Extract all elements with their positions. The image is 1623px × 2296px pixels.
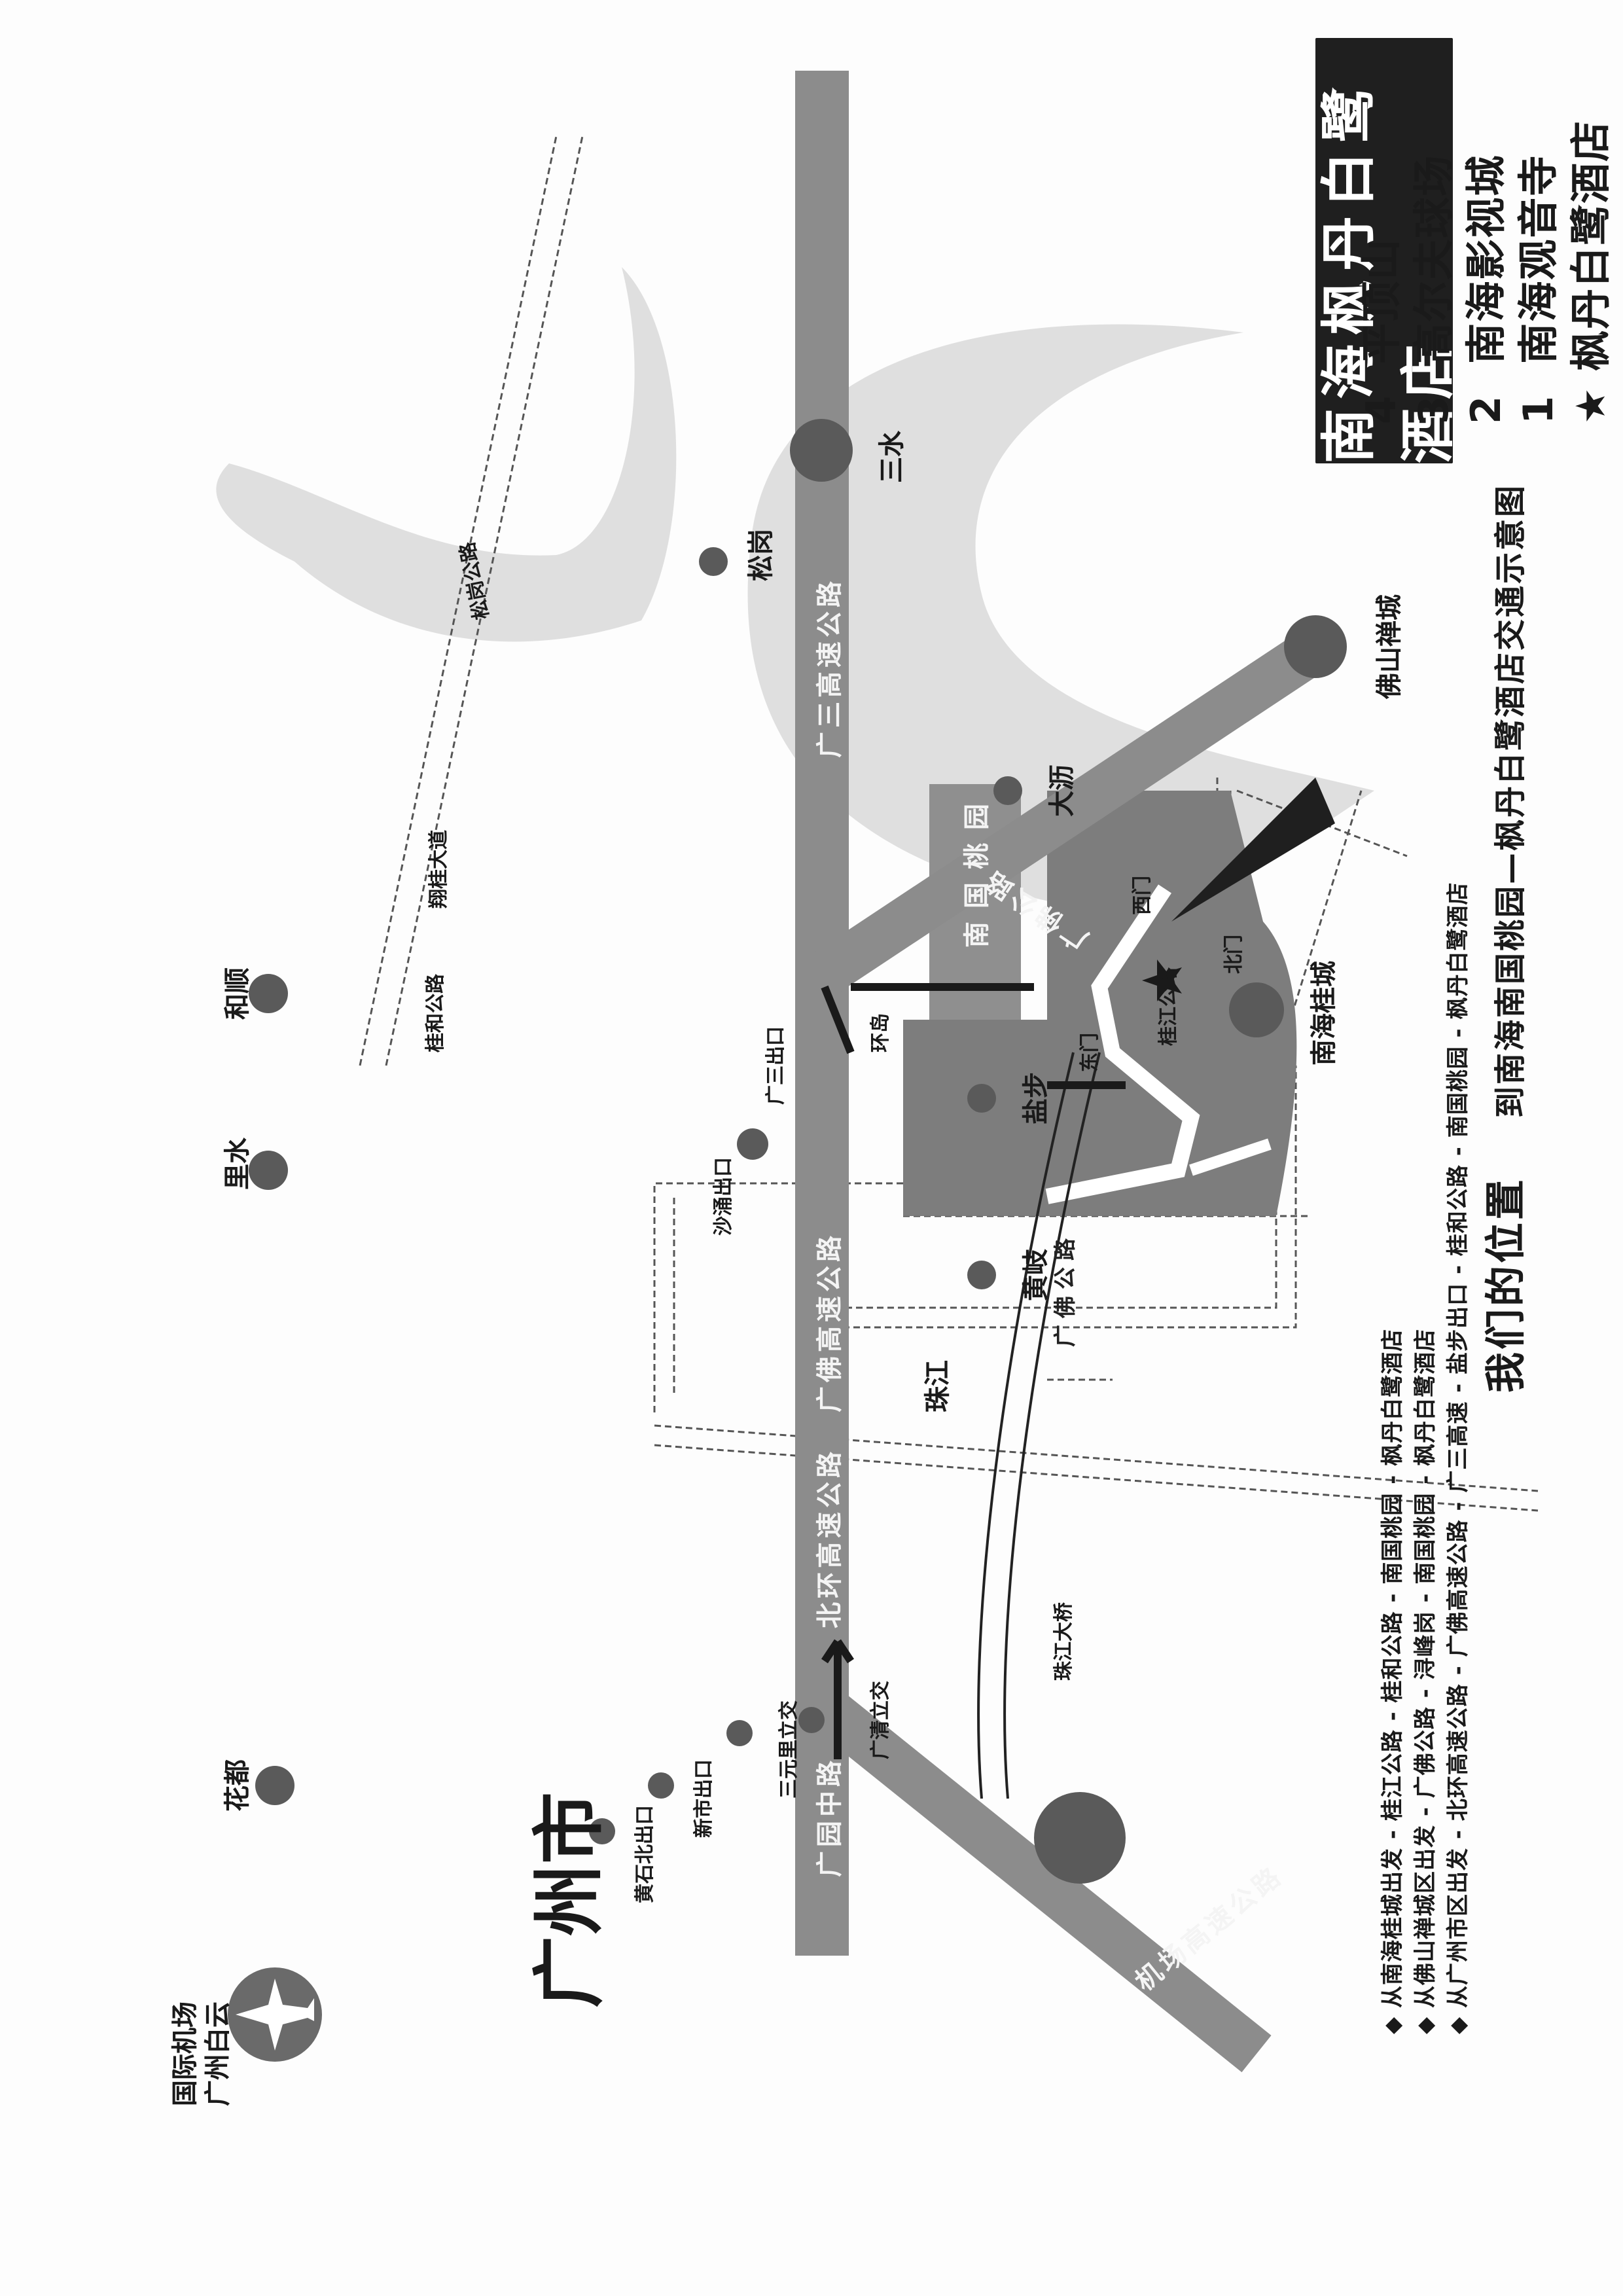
gate-west: 西门 <box>1131 876 1154 915</box>
hotel-inner-road-2 <box>1189 1138 1272 1176</box>
route-text: 从南海桂城出发 - 桂江公路 - 桂和公路 - 南国桃园 - 枫丹白鹭酒店 <box>1380 1328 1406 2009</box>
legend-item-num: 3 <box>1410 394 1457 424</box>
place-yanbu: 盐步 <box>1021 1072 1051 1124</box>
airplane-icon <box>228 1967 322 2062</box>
road-label-zhujiang-bridge: 珠江大桥 <box>1052 1602 1075 1681</box>
exit-shayong: 沙涌出口 <box>712 1157 735 1236</box>
legend-star-icon: ★ <box>1567 370 1614 424</box>
legend-item-label: 南海影视城 <box>1462 154 1510 364</box>
star-icon <box>1142 960 1182 1001</box>
place-zhujiang: 珠江 <box>923 1360 953 1412</box>
place-huangqi: 黄岐 <box>1021 1249 1051 1301</box>
guangfo-gonglu-road <box>812 620 1342 994</box>
airport-highway-road <box>810 1688 1272 2073</box>
heshun-dot <box>249 974 288 1013</box>
exit-sanyuanli: 三元里立交 <box>777 1700 800 1799</box>
place-airport-line2: 国际机场 <box>170 2001 200 2106</box>
foshan-chancheng-dot <box>1284 615 1347 678</box>
place-nanguo-taoyuan: 南国桃园 <box>962 791 992 948</box>
legend-title: 枫丹白鹭酒店 <box>1567 119 1614 371</box>
guangzhou-city-dot <box>1034 1792 1126 1884</box>
place-lishui: 里水 <box>223 1138 253 1190</box>
legend-item-label: 平顶山 <box>1357 238 1405 364</box>
page-subtitle: 到南海南国桃园—枫丹白鹭酒店交通示意图 <box>1492 483 1529 1118</box>
legend-item: 4 平顶山 <box>1348 238 1407 424</box>
sanshui-dot <box>790 419 853 482</box>
gate-north: 北门 <box>1222 935 1245 974</box>
route-line: ◆ 从南海桂城出发 - 桂江公路 - 桂和公路 - 南国桃园 - 枫丹白鹭酒店 <box>1380 1328 1406 2034</box>
place-songgang: 松岗 <box>746 529 776 581</box>
place-huadu: 花都 <box>223 1759 253 1812</box>
legend-item: 2 南海影视城 <box>1453 154 1512 424</box>
huangqi-dot <box>967 1261 996 1289</box>
sanyuanli-dot <box>726 1720 753 1746</box>
guangqing-dot <box>798 1707 825 1733</box>
legend-item: 1 南海观音寺 <box>1505 154 1564 424</box>
exit-guangsan: 广三出口 <box>764 1026 787 1105</box>
place-heshun: 和顺 <box>223 967 253 1020</box>
guangfo-dadao-lines <box>977 1052 1101 1799</box>
road-label-guihe: 桂和公路 <box>424 974 447 1052</box>
legend-title-row: ★ 枫丹白鹭酒店 <box>1558 120 1616 424</box>
yanbu-dot <box>967 1084 996 1113</box>
direction-arrows <box>821 983 1126 1759</box>
road-label-guangsan: 广三高速公路 <box>815 577 845 758</box>
legend-item-label: 高尔夫球场 <box>1410 154 1457 364</box>
huadu-dot <box>255 1766 294 1805</box>
exit-huangshi: 黄石北出口 <box>633 1805 656 1903</box>
exit-huandao: 环岛 <box>869 1013 892 1052</box>
route-text: 从佛山禅城区出发 - 广佛公路 - 浔峰岗 - 南国桃园 - 枫丹白鹭酒店 <box>1412 1328 1438 2009</box>
main-highway-bar <box>795 71 849 1956</box>
legend-item-num: 2 <box>1462 394 1510 424</box>
nanhai-guicheng-dot <box>1229 982 1284 1037</box>
huangshi-dot <box>589 1818 615 1844</box>
page-title: 我们的位置 <box>1482 1176 1529 1393</box>
road-label-guijiang: 桂江公路 <box>1157 967 1180 1046</box>
songgang-dot <box>699 547 728 576</box>
dali-dot <box>993 776 1022 805</box>
road-label-guangfo-gaosu: 广佛高速公路 <box>815 1232 845 1412</box>
route-line: ◆ 从广州市区出发 - 北环高速公路 - 广佛高速公路 - 广三高速 - 盐步出… <box>1445 882 1471 2034</box>
place-guangzhou-city: 广州市 <box>527 1792 611 2008</box>
exit-xinshi: 新市出口 <box>692 1759 715 1838</box>
place-dali: 大沥 <box>1047 764 1077 817</box>
legend-item-num: 4 <box>1357 394 1405 424</box>
route-text: 从广州市区出发 - 北环高速公路 - 广佛高速公路 - 广三高速 - 盐步出口 … <box>1445 882 1471 2009</box>
xinshi-dot <box>648 1772 674 1799</box>
legend-item-num: 1 <box>1514 394 1562 424</box>
road-label-xianggui: 翔桂大道 <box>427 830 450 908</box>
place-foshan-chancheng: 佛山禅城 <box>1374 594 1404 699</box>
shayong-dot <box>737 1128 768 1160</box>
route-line: ◆ 从佛山禅城区出发 - 广佛公路 - 浔峰岗 - 南国桃园 - 枫丹白鹭酒店 <box>1412 1328 1438 2034</box>
lishui-dot <box>249 1151 288 1190</box>
place-airport-line1: 广州白云 <box>203 2001 233 2106</box>
legend-item-label: 南海观音寺 <box>1514 154 1562 364</box>
place-sanshui: 三水 <box>877 431 907 483</box>
road-label-guangzhou-zhongshan: 广园中路 <box>815 1757 845 1877</box>
hotel-inner-road <box>1045 884 1200 1204</box>
place-nanhai-guicheng: 南海桂城 <box>1309 961 1339 1066</box>
exit-guangqing: 广清立交 <box>869 1681 892 1759</box>
legend-item: 3 高尔夫球场 <box>1400 154 1459 424</box>
banner-pointer <box>1171 778 1335 922</box>
town-dots <box>249 419 1347 1884</box>
road-label-beihuan: 北环高速公路 <box>815 1448 845 1628</box>
gate-east: 东门 <box>1079 1033 1101 1072</box>
